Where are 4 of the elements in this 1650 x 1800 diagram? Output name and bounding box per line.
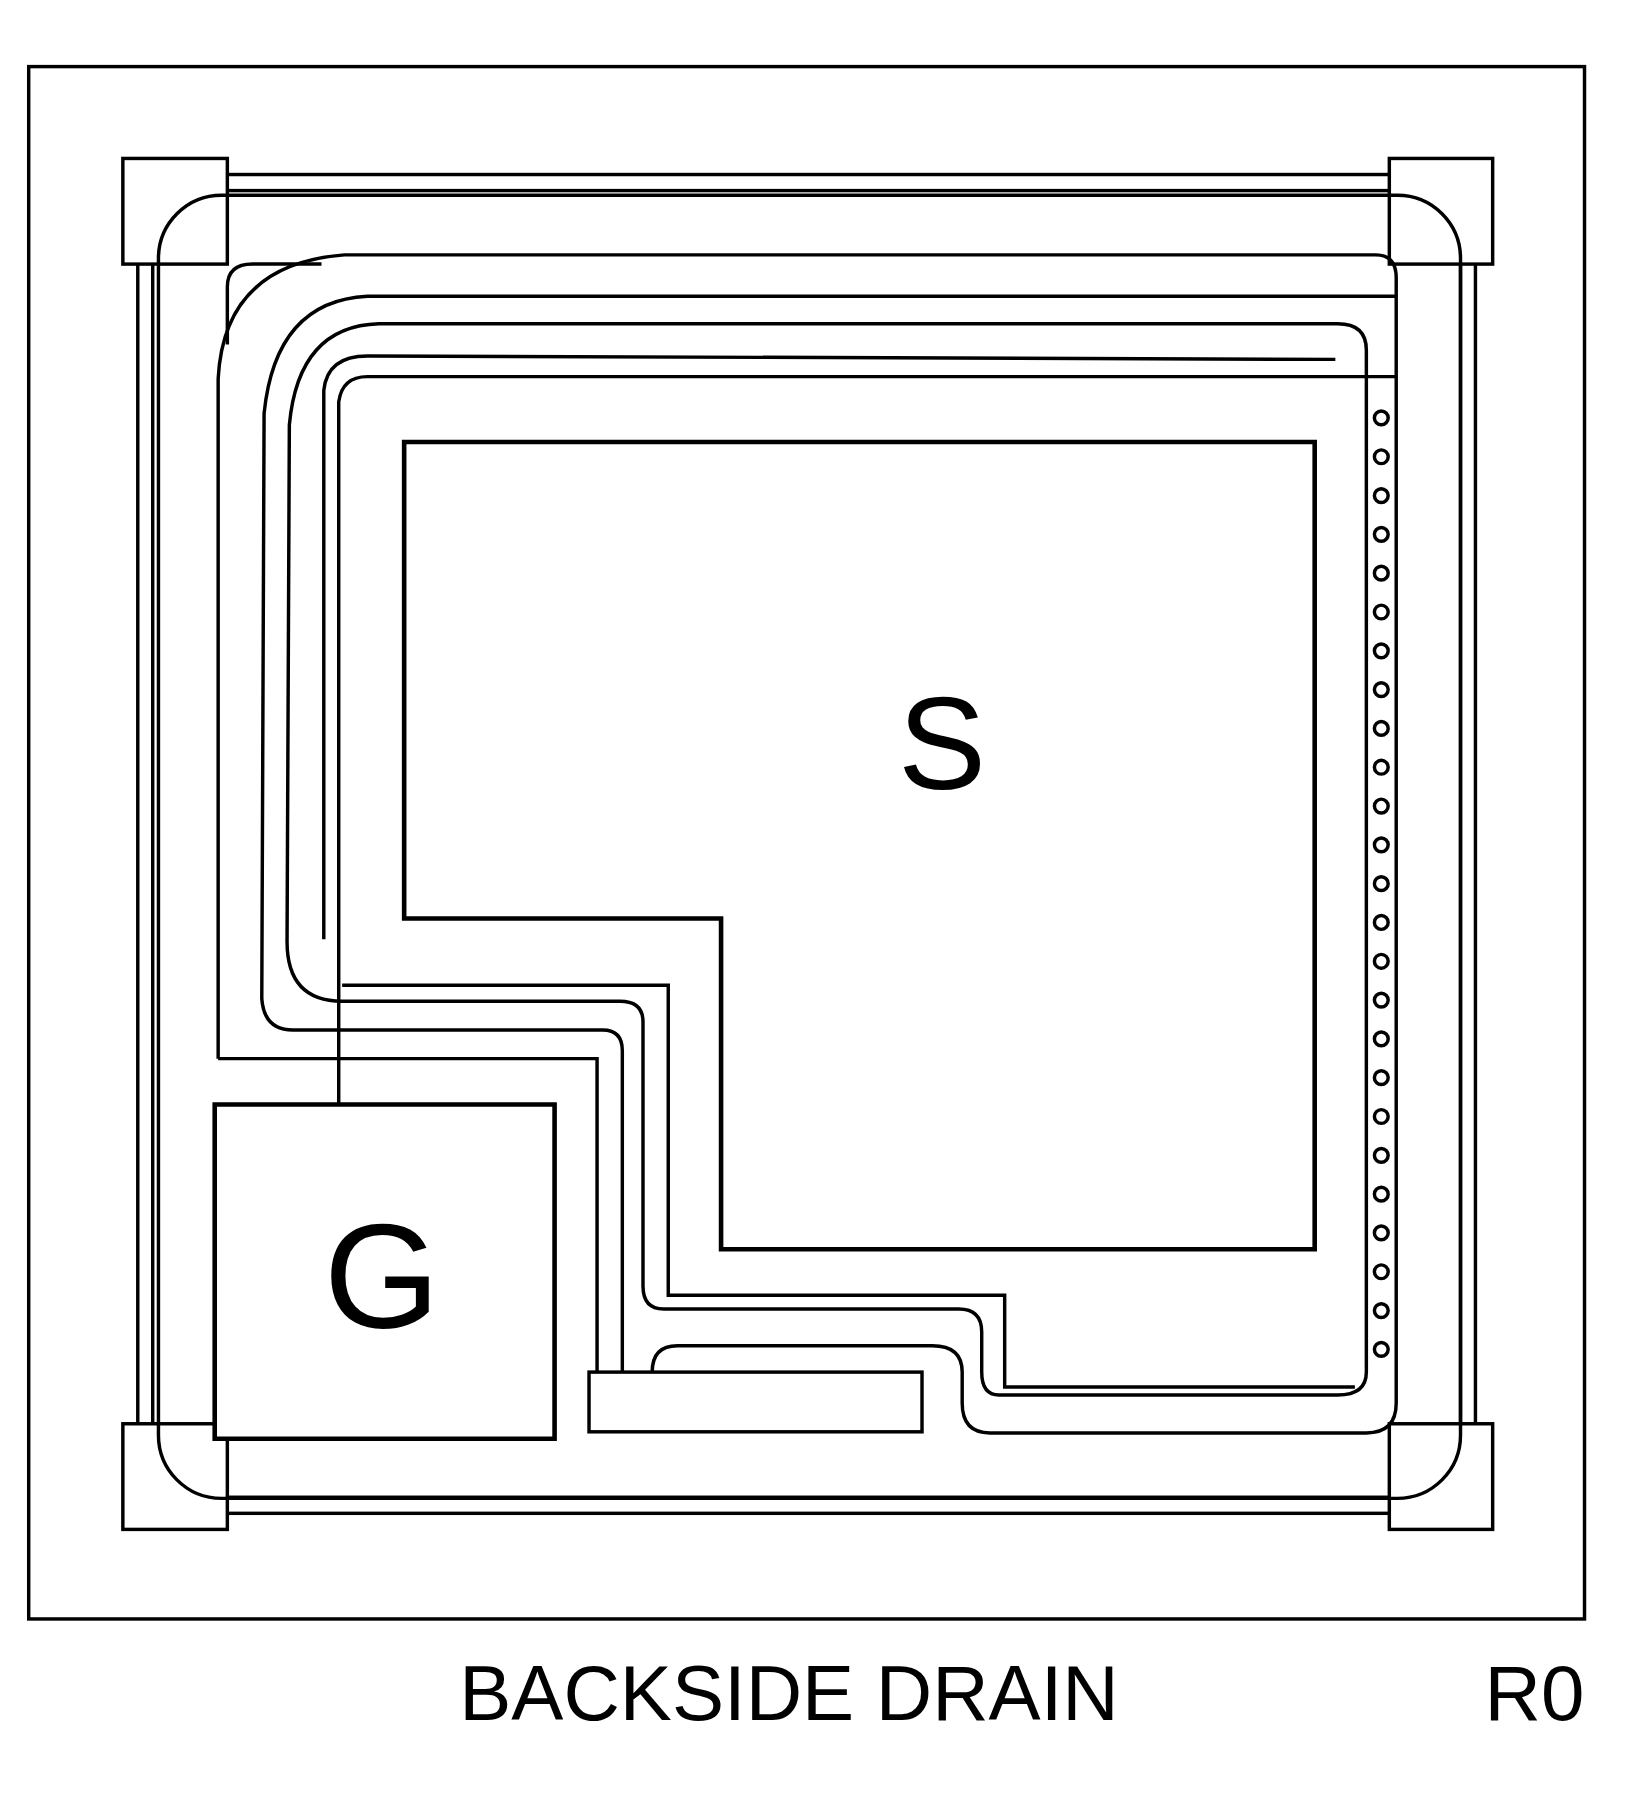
- revision-label: R0: [1484, 1653, 1585, 1732]
- pad-label: S: [897, 677, 986, 810]
- pad-label: G: [323, 1202, 440, 1352]
- drain-label: BACKSIDE DRAIN: [459, 1653, 1119, 1732]
